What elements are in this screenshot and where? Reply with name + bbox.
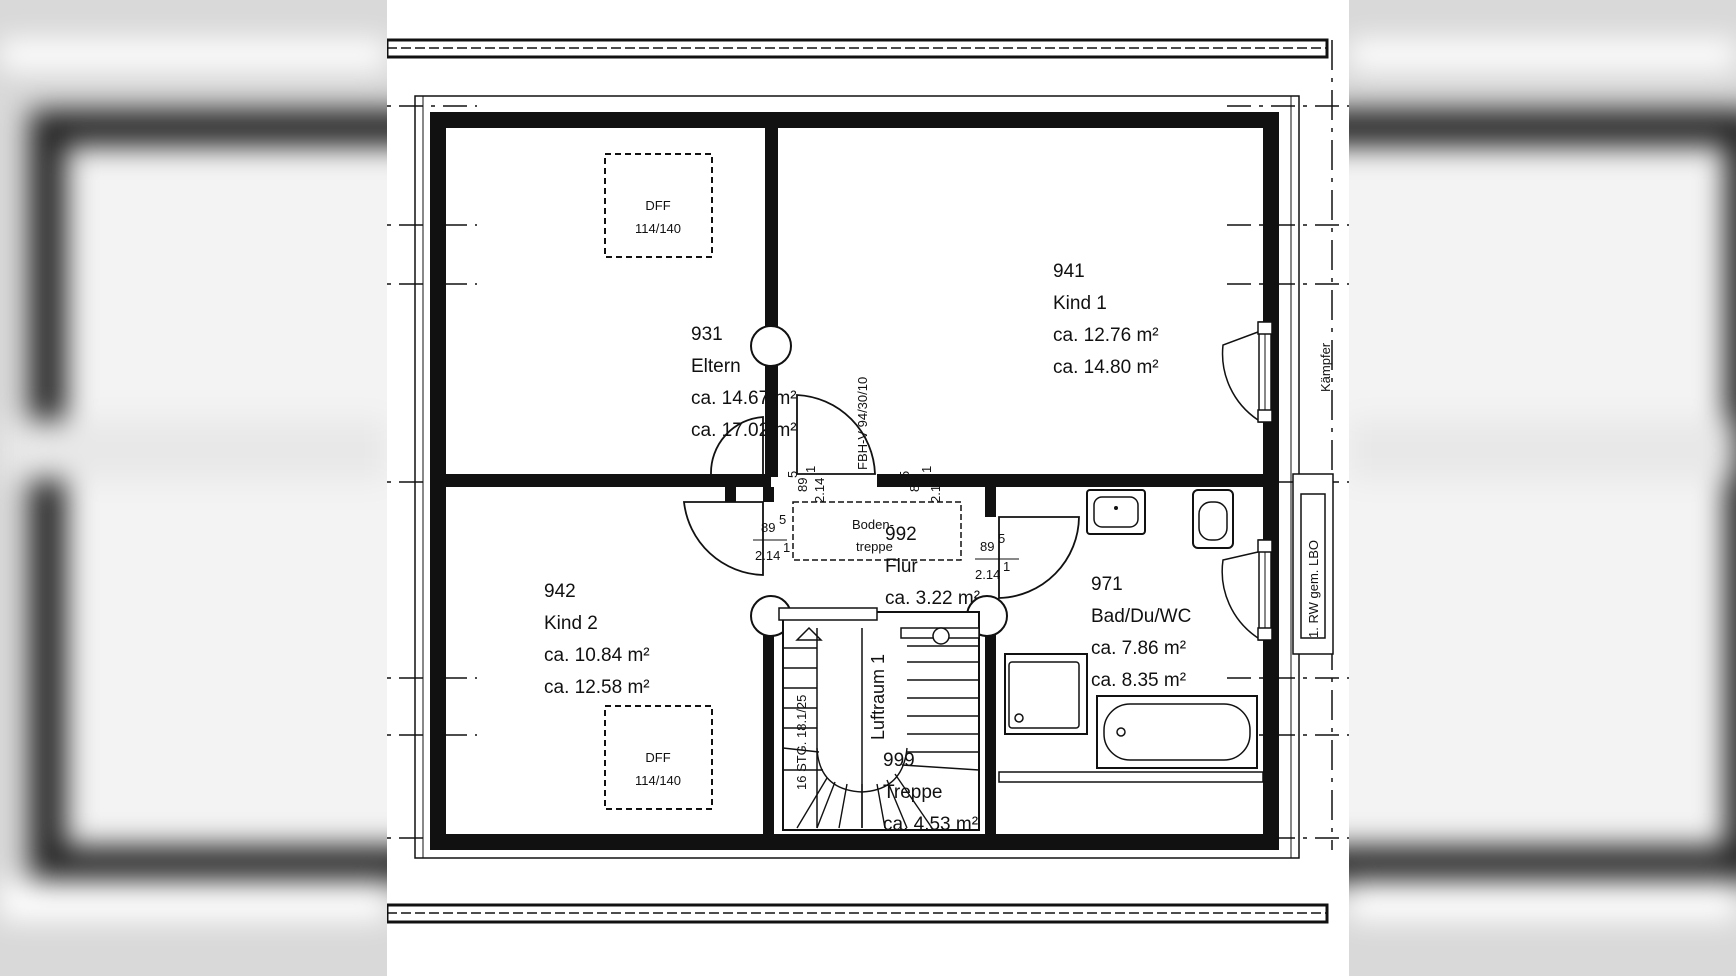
door-height: 2.14 xyxy=(928,478,943,503)
luftraum-label: Luftraum 1 xyxy=(868,654,888,740)
room-kind1-area1: ca. 12.76 m² xyxy=(1053,325,1159,346)
room-kind1-area2: ca. 14.80 m² xyxy=(1053,357,1159,378)
door-height-sup: 1 xyxy=(803,466,818,473)
room-bad-area2: ca. 8.35 m² xyxy=(1091,670,1186,691)
door-dim-bad: 89 5 2.14 1 xyxy=(975,531,1019,582)
room-kind1-number: 941 xyxy=(1053,261,1085,282)
dff-top-size: 114/140 xyxy=(635,221,681,236)
door-height: 2.14 xyxy=(755,548,780,563)
door-dim-eltern: 89 5 2.14 1 xyxy=(785,466,827,503)
bathroom-fixtures xyxy=(998,489,1264,783)
attic-ladder xyxy=(792,501,962,561)
floor-plan: 931 Eltern ca. 14.67 m² ca. 17.02 m² 941… xyxy=(387,0,1349,976)
room-bad-name: Bad/Du/WC xyxy=(1091,606,1191,627)
staircase xyxy=(778,607,980,831)
bodentreppe-line2: treppe xyxy=(856,539,893,554)
room-treppe-area1: ca. 4.53 m² xyxy=(883,814,978,835)
window-right-kind1 xyxy=(1221,321,1273,423)
room-kind2-area1: ca. 10.84 m² xyxy=(544,645,650,666)
escape-window xyxy=(1292,473,1334,655)
dff-top-label: DFF xyxy=(645,198,670,213)
room-bad-area1: ca. 7.86 m² xyxy=(1091,638,1186,659)
room-kind2-area2: ca. 12.58 m² xyxy=(544,677,650,698)
window-right-bad xyxy=(1221,539,1273,641)
room-kind1-name: Kind 1 xyxy=(1053,293,1107,314)
door-dim-kind1: 89 5 2.14 1 xyxy=(897,466,943,503)
stair-steps-label: 16 STG. 18.1/25 xyxy=(794,695,809,790)
door-height: 2.14 xyxy=(812,478,827,503)
blurred-backdrop-left xyxy=(0,0,387,976)
gutter-bottom xyxy=(387,903,1329,924)
room-eltern-number: 931 xyxy=(691,324,723,345)
door-width-sup: 5 xyxy=(785,471,800,478)
door-width-sup: 5 xyxy=(998,531,1005,546)
room-kind2-name: Kind 2 xyxy=(544,613,598,634)
dff-bottom-label: DFF xyxy=(645,750,670,765)
door-height-sup: 1 xyxy=(783,540,790,555)
door-height: 2.14 xyxy=(975,567,1000,582)
door-height-sup: 1 xyxy=(1003,559,1010,574)
fbh-label: FBH-V 94/30/10 xyxy=(855,377,870,470)
rw-label: 1. RW gem. LBO xyxy=(1306,540,1321,638)
room-kind1: 941 Kind 1 ca. 12.76 m² ca. 14.80 m² xyxy=(1053,261,1159,378)
room-kind2: 942 Kind 2 ca. 10.84 m² ca. 12.58 m² xyxy=(544,581,650,698)
door-width: 89 xyxy=(795,478,810,492)
room-kind2-number: 942 xyxy=(544,581,576,602)
room-eltern: 931 Eltern ca. 14.67 m² ca. 17.02 m² xyxy=(691,324,797,441)
room-flur-name: Flur xyxy=(885,556,918,577)
room-flur-number: 992 xyxy=(885,524,917,545)
blurred-backdrop-right xyxy=(1349,0,1736,976)
bodentreppe-line1: Boden- xyxy=(852,517,894,532)
room-flur: 992 Flur ca. 3.22 m² xyxy=(885,524,980,609)
doors xyxy=(682,394,1080,599)
room-bad: 971 Bad/Du/WC ca. 7.86 m² ca. 8.35 m² xyxy=(1091,574,1191,691)
room-treppe-name: Treppe xyxy=(883,782,943,803)
door-width-sup: 5 xyxy=(779,512,786,527)
room-eltern-area1: ca. 14.67 m² xyxy=(691,388,797,409)
kampfer-label: Kämpfer xyxy=(1318,342,1333,392)
door-height-sup: 1 xyxy=(919,466,934,473)
roof-window-top xyxy=(604,153,713,258)
room-eltern-area2: ca. 17.02 m² xyxy=(691,420,797,441)
interior-walls xyxy=(446,128,1263,840)
room-bad-number: 971 xyxy=(1091,574,1123,595)
room-flur-area1: ca. 3.22 m² xyxy=(885,588,980,609)
door-width: 89 xyxy=(980,539,994,554)
room-treppe-number: 999 xyxy=(883,750,915,771)
room-treppe: 999 Treppe ca. 4.53 m² xyxy=(883,750,978,835)
door-width: 89 xyxy=(907,478,922,492)
roof-window-bottom xyxy=(604,705,713,810)
door-width: 89 xyxy=(761,520,775,535)
door-width-sup: 5 xyxy=(897,471,912,478)
room-eltern-name: Eltern xyxy=(691,356,741,377)
door-dim-kind2: 89 5 2.14 1 xyxy=(753,512,790,563)
dff-bottom-size: 114/140 xyxy=(635,773,681,788)
gutter-top xyxy=(387,38,1329,59)
